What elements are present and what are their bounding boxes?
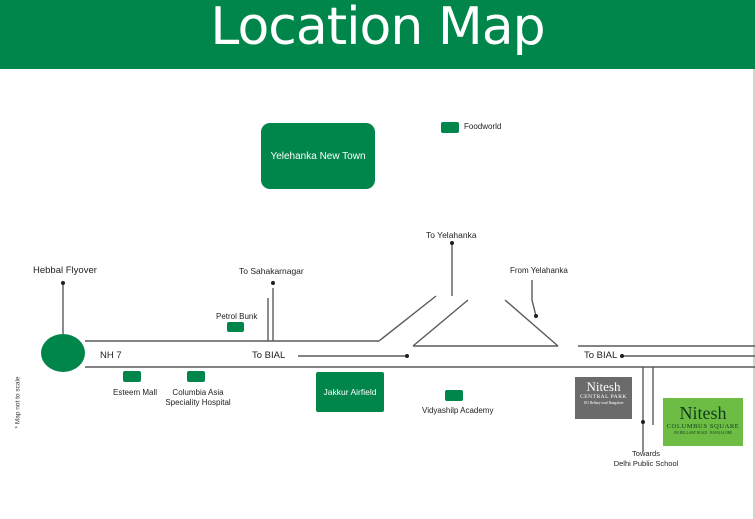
logo-sub: COLUMBUS SQUARE bbox=[666, 423, 740, 430]
towards-dps-line1: Towards bbox=[632, 449, 660, 458]
foodworld-marker bbox=[441, 122, 459, 133]
logo-tag: ON BELLARY ROAD · BANGALORE bbox=[673, 431, 733, 435]
towards-dps-line2: Delhi Public School bbox=[613, 459, 679, 468]
pointer-from-yelahanka bbox=[531, 280, 537, 317]
vidyashilp-label: Vidyashilp Academy bbox=[422, 406, 494, 415]
area-jakkur-airfield: Jakkur Airfield bbox=[316, 372, 384, 412]
pointer-dot bbox=[405, 354, 409, 358]
road-ramp-left bbox=[378, 295, 437, 342]
nh7-label: NH 7 bbox=[100, 350, 122, 361]
columbia-asia-label: Columbia Asia Speciality Hospital bbox=[160, 388, 236, 408]
columbia-asia-line2: Speciality Hospital bbox=[165, 398, 231, 407]
logo-name: Nitesh bbox=[586, 379, 621, 394]
pointer-dot bbox=[271, 281, 275, 285]
petrol-bunk-label: Petrol Bunk bbox=[216, 312, 258, 321]
area-label: Jakkur Airfield bbox=[323, 387, 377, 397]
to-bial-label-2: To BIAL bbox=[584, 350, 618, 361]
page-title: Location Map bbox=[210, 0, 545, 57]
foodworld-label: Foodworld bbox=[464, 122, 502, 131]
pointer-dot bbox=[641, 420, 645, 424]
nitesh-columbus-square-logo: Nitesh COLUMBUS SQUARE ON BELLARY ROAD ·… bbox=[663, 398, 743, 446]
road-ramp-right bbox=[504, 299, 559, 347]
towards-dps-label: Towards Delhi Public School bbox=[606, 449, 686, 469]
to-sahakarnagar-label: To Sahakarnagar bbox=[239, 266, 304, 276]
pointer-dot bbox=[534, 314, 538, 318]
road-ramp-mid bbox=[412, 299, 469, 347]
from-yelahanka-label: From Yelahanka bbox=[510, 266, 568, 275]
logo-sub: CENTRAL PARK bbox=[580, 394, 627, 400]
to-bial-label-1: To BIAL bbox=[252, 350, 286, 361]
columbia-asia-marker bbox=[187, 371, 205, 382]
frame-border bbox=[753, 69, 755, 519]
hebbal-flyover-label: Hebbal Flyover bbox=[33, 265, 97, 276]
to-yelahanka-label: To Yelahanka bbox=[426, 230, 477, 240]
esteem-mall-marker bbox=[123, 371, 141, 382]
logo-name: Nitesh bbox=[679, 403, 727, 423]
pointer-dot bbox=[620, 354, 624, 358]
petrol-bunk-marker bbox=[227, 322, 244, 332]
hebbal-flyover-marker bbox=[41, 334, 85, 372]
scale-note: * Map not to scale bbox=[14, 376, 22, 429]
area-yelahanka-new-town: Yelehanka New Town bbox=[261, 123, 375, 189]
pointer-dot bbox=[61, 281, 65, 285]
esteem-mall-label: Esteem Mall bbox=[113, 388, 158, 397]
logo-tag: 101 Bellary road Bangalore bbox=[583, 401, 624, 405]
area-label: Yelehanka New Town bbox=[270, 150, 366, 162]
vidyashilp-marker bbox=[445, 390, 463, 401]
nitesh-central-park-logo: Nitesh CENTRAL PARK 101 Bellary road Ban… bbox=[575, 377, 632, 419]
header-banner: Location Map bbox=[0, 0, 755, 69]
pointer-dot bbox=[450, 241, 454, 245]
columbia-asia-line1: Columbia Asia bbox=[172, 388, 224, 397]
